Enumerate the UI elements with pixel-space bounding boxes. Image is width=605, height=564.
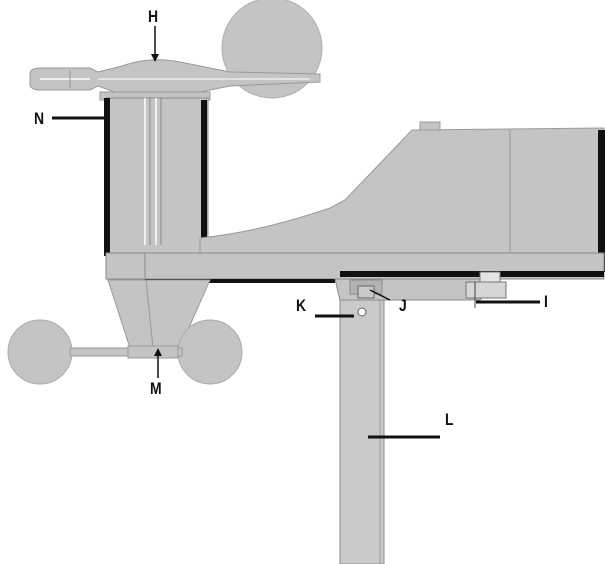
- cup-left: [7, 319, 73, 385]
- callout-leaders: [52, 26, 540, 439]
- right-edge: [598, 130, 605, 272]
- callout-l: L: [445, 410, 454, 429]
- bracket-bolt: [357, 285, 375, 299]
- mounting-pole: [339, 299, 385, 564]
- cup-right: [177, 319, 243, 385]
- callout-n: N: [34, 109, 45, 128]
- leader-j: [369, 289, 391, 301]
- callout-j: J: [399, 296, 407, 315]
- cup-arm: [69, 347, 183, 357]
- column: [105, 97, 209, 264]
- bubble-level: [465, 281, 507, 299]
- sensor-housing: [104, 97, 605, 317]
- cup-hub: [127, 345, 179, 359]
- callout-k: K: [296, 296, 307, 315]
- callout-m: M: [150, 379, 162, 398]
- bracket-hole: [357, 307, 367, 317]
- column-edge-left: [104, 98, 110, 256]
- vane-arm: [29, 59, 321, 95]
- callout-i: I: [544, 292, 548, 311]
- column-edge-right: [201, 100, 207, 238]
- anemometer: [7, 279, 243, 385]
- rain-gauge-body: [199, 127, 605, 257]
- callout-h: H: [148, 7, 159, 26]
- wind-vane: [29, 0, 323, 101]
